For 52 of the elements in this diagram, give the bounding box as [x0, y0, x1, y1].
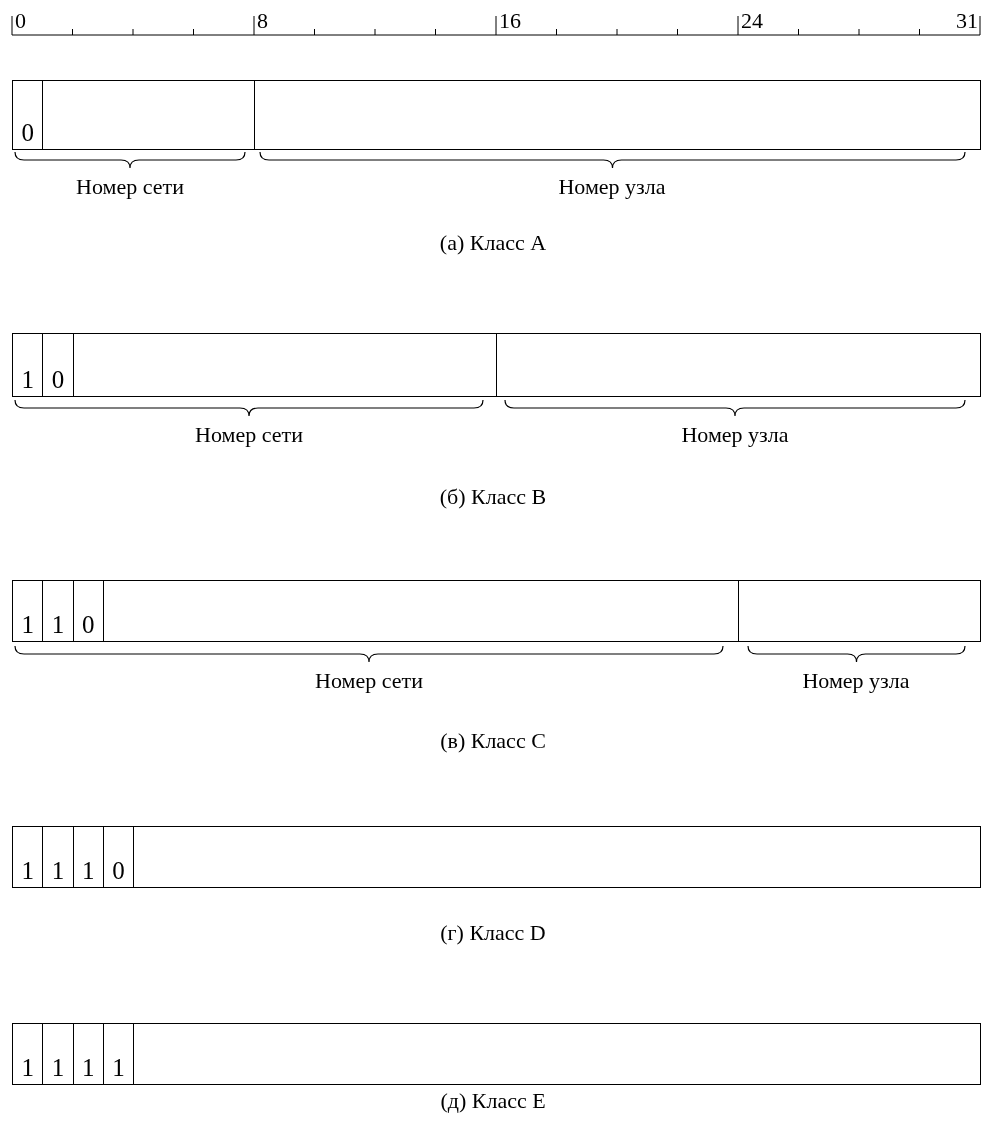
bit-cell [42, 333, 74, 397]
bit-value: 0 [51, 367, 65, 392]
bit-value: 1 [21, 858, 34, 883]
bit-value: 1 [21, 612, 34, 637]
bit-number: 8 [257, 10, 268, 32]
class-caption: (а) Класс A [439, 232, 547, 254]
bit-value: 1 [21, 1055, 34, 1080]
bit-value: 0 [81, 612, 95, 637]
field-label: Номер сети [195, 424, 303, 446]
field-label: Номер узла [558, 176, 666, 198]
bit-value: 0 [21, 120, 34, 145]
bit-value: 1 [21, 367, 34, 392]
bit-cell [12, 80, 44, 150]
bit-value: 1 [81, 1055, 95, 1080]
field-cell [496, 333, 981, 397]
field-cell [133, 1023, 981, 1085]
class-caption: (в) Класс C [440, 730, 546, 752]
bit-cell [72, 826, 104, 888]
bit-cell [42, 1023, 74, 1085]
bit-number: 31 [956, 10, 978, 32]
bit-cell [102, 826, 134, 888]
field-label: Номер узла [802, 670, 910, 692]
bit-value: 1 [51, 858, 65, 883]
bit-cell [12, 826, 44, 888]
field-cell [133, 826, 981, 888]
bit-value: 0 [112, 858, 125, 883]
bit-value: 1 [81, 858, 95, 883]
bit-cell [42, 580, 74, 642]
bit-cell [12, 1023, 44, 1085]
field-label: Номер сети [76, 176, 184, 198]
class-caption: (б) Класс B [439, 486, 547, 508]
class-caption: (д) Класс E [440, 1090, 546, 1112]
field-cell [72, 333, 497, 397]
bit-value: 1 [51, 612, 65, 637]
field-cell [738, 580, 981, 642]
bit-number: 24 [741, 10, 763, 32]
bit-value: 1 [51, 1055, 65, 1080]
bit-cell [42, 826, 74, 888]
bit-value: 1 [112, 1055, 125, 1080]
field-cell [42, 80, 255, 150]
field-cell [102, 580, 739, 642]
bit-cell [102, 1023, 134, 1085]
field-label: Номер узла [681, 424, 789, 446]
bit-cell [12, 333, 44, 397]
bit-number: 16 [499, 10, 521, 32]
bit-cell [72, 580, 104, 642]
field-cell [254, 80, 981, 150]
bit-cell [12, 580, 44, 642]
bit-number: 0 [15, 10, 26, 32]
field-label: Номер сети [315, 670, 423, 692]
bit-cell [72, 1023, 104, 1085]
class-caption: (г) Класс D [440, 922, 546, 944]
